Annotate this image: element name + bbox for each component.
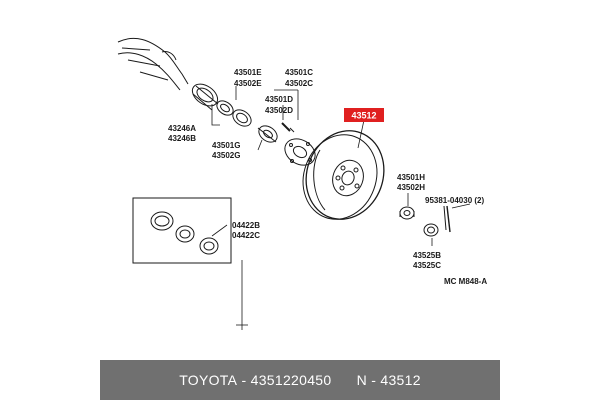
seal-kit-parts xyxy=(150,211,219,255)
lock-nut-part xyxy=(399,206,415,220)
label-43501G: 43501G xyxy=(212,141,240,150)
hub-cap-part xyxy=(423,223,439,237)
label-43502E: 43502E xyxy=(234,79,262,88)
reference-number: N - 43512 xyxy=(356,372,421,388)
cotter-pin-part xyxy=(443,205,451,233)
parts-diagram: 43501E 43502E 43501C 43502C 43501D 43502… xyxy=(117,37,487,330)
seal-kit-box xyxy=(132,197,232,264)
label-43501H: 43501H xyxy=(397,173,425,182)
label-43525B: 43525B xyxy=(413,251,441,260)
label-43501D: 43501D xyxy=(265,95,293,104)
label-43501C: 43501C xyxy=(285,68,313,77)
diagram-code: MC M848-A xyxy=(444,277,487,286)
hand-pointer-icon xyxy=(117,37,189,91)
highlight-box xyxy=(344,108,384,122)
bearing-part xyxy=(216,100,234,116)
label-43502D: 43502D xyxy=(265,106,293,115)
spacer xyxy=(331,372,356,388)
label-43501E: 43501E xyxy=(234,68,262,77)
label-43246B: 43246B xyxy=(168,134,196,143)
label-04422C: 04422C xyxy=(232,231,260,240)
part-number: 4351220450 xyxy=(250,372,332,388)
part-info-bar: TOYOTA - 4351220450 N - 43512 xyxy=(100,360,500,400)
disc-rotor-part xyxy=(302,130,385,220)
label-43502H: 43502H xyxy=(397,183,425,192)
label-43525C: 43525C xyxy=(413,261,441,270)
label-43502G: 43502G xyxy=(212,151,240,160)
label-95381: 95381-04030 (2) xyxy=(425,196,484,205)
brand-name: TOYOTA xyxy=(179,372,238,388)
outer-bearing-part xyxy=(257,125,278,143)
oil-seal-part xyxy=(232,109,252,127)
hub-bolt-part xyxy=(281,122,295,133)
label-43246A: 43246A xyxy=(168,124,196,133)
label-43502C: 43502C xyxy=(285,79,313,88)
leader-lines xyxy=(211,86,471,330)
highlight-label: 43512 xyxy=(351,111,376,121)
label-04422B: 04422B xyxy=(232,221,260,230)
grease-cap-part xyxy=(191,83,219,111)
separator: - xyxy=(237,372,251,388)
